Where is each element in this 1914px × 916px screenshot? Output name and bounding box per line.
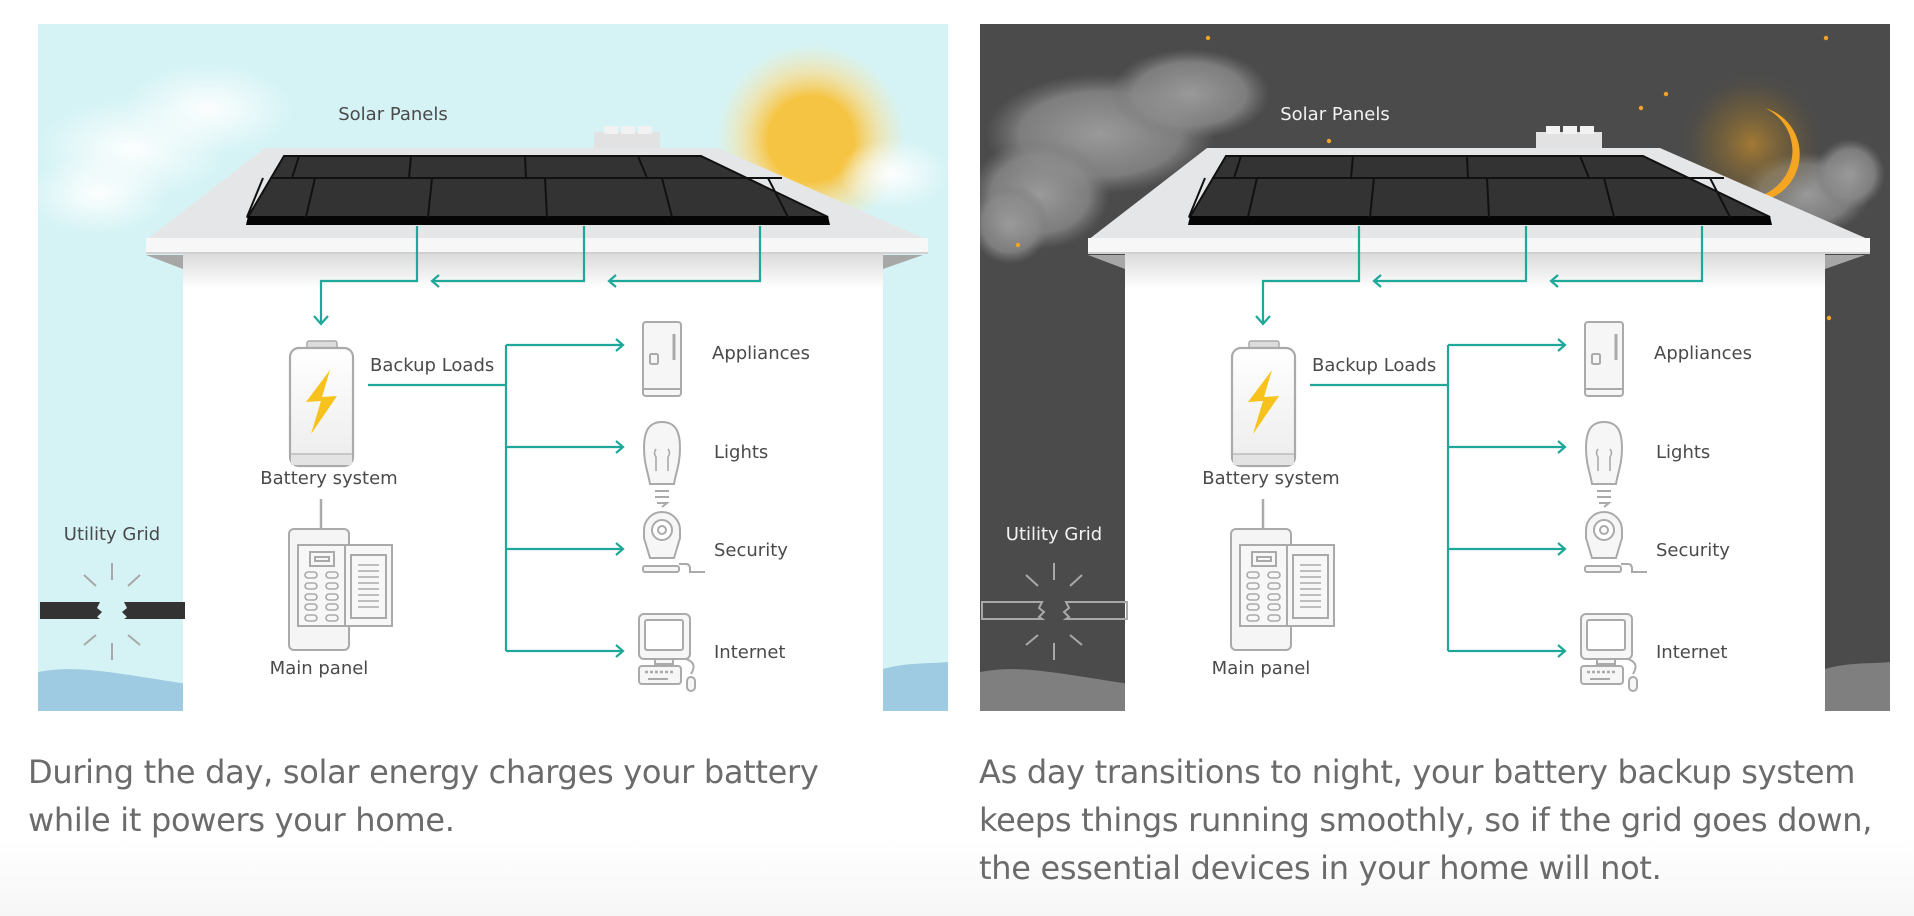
ground: [980, 669, 1130, 711]
security-label: Security: [1656, 540, 1730, 561]
utility-grid-label: Utility Grid: [1006, 524, 1102, 545]
refrigerator-icon: [1584, 321, 1624, 397]
backup-loads-label: Backup Loads: [370, 355, 494, 376]
backup-loads-flow: [368, 338, 625, 658]
lightning-bolt-icon: [1248, 370, 1279, 434]
solar-to-battery-flow: [1255, 226, 1704, 326]
main-panel-label: Main panel: [1212, 658, 1311, 679]
computer-icon: [1580, 613, 1638, 692]
ground: [883, 662, 948, 711]
ground: [1825, 662, 1890, 711]
main-panel-icon: [288, 528, 393, 651]
internet-label: Internet: [1656, 642, 1727, 663]
day-diagram: Solar Panels: [38, 24, 948, 711]
night-caption: As day transitions to night, your batter…: [979, 753, 1873, 887]
day-caption: During the day, solar energy charges you…: [28, 753, 819, 839]
security-label: Security: [714, 540, 788, 561]
backup-loads-flow: [1310, 338, 1567, 658]
solar-panels-label: Solar Panels: [338, 104, 448, 125]
security-camera-icon: [642, 511, 705, 573]
ground: [38, 669, 188, 711]
day-diagram-panel: Solar Panels: [38, 24, 948, 711]
backup-loads-label: Backup Loads: [1312, 355, 1436, 376]
solar-panel-array: [1188, 155, 1772, 225]
security-camera-icon: [1584, 511, 1647, 573]
light-bulb-icon: [1584, 420, 1624, 508]
refrigerator-icon: [642, 321, 682, 397]
solar-panel-array: [246, 155, 830, 225]
cloud-icon: [980, 49, 1270, 264]
lights-label: Lights: [1656, 442, 1710, 463]
broken-power-line-icon: [981, 563, 1128, 660]
light-bulb-icon: [642, 420, 682, 508]
cloud-icon: [838, 139, 948, 209]
broken-power-line-icon: [40, 563, 185, 660]
battery-icon: [288, 340, 355, 468]
cloud-icon: [38, 64, 293, 234]
appliances-label: Appliances: [1654, 343, 1752, 364]
lightning-bolt-icon: [306, 370, 337, 434]
lights-label: Lights: [714, 442, 768, 463]
battery-icon: [1230, 340, 1297, 468]
night-diagram-panel: Solar Panels: [980, 24, 1890, 711]
appliances-label: Appliances: [712, 343, 810, 364]
main-panel-label: Main panel: [270, 658, 369, 679]
computer-icon: [638, 613, 696, 692]
main-panel-icon: [1230, 528, 1335, 651]
battery-system-label: Battery system: [1202, 468, 1339, 489]
utility-grid-label: Utility Grid: [64, 524, 160, 545]
solar-panels-label: Solar Panels: [1280, 104, 1390, 125]
battery-system-label: Battery system: [260, 468, 397, 489]
solar-to-battery-flow: [313, 226, 762, 326]
night-diagram: Solar Panels: [980, 24, 1890, 711]
internet-label: Internet: [714, 642, 785, 663]
